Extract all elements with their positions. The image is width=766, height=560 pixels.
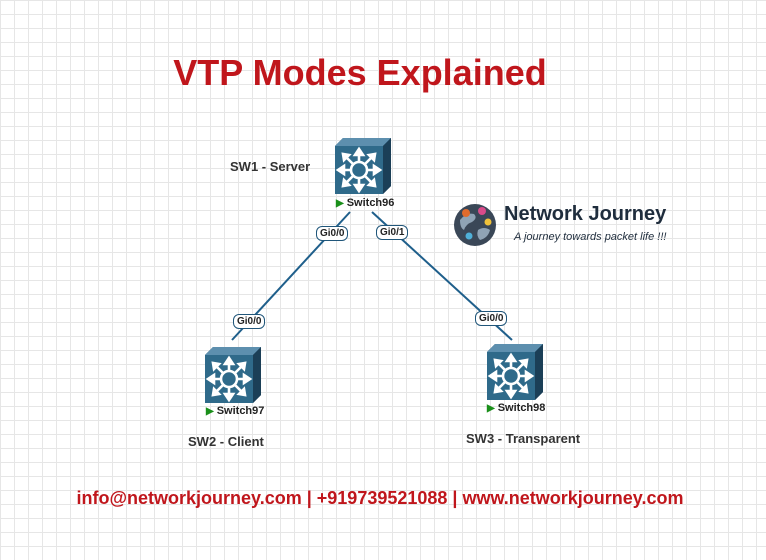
play-icon: ▶ (487, 402, 495, 414)
page-title: VTP Modes Explained (173, 52, 547, 93)
network-journey-logo: Network Journey A journey towards packet… (452, 200, 702, 252)
sw1-hostname-text: Switch96 (346, 197, 395, 209)
port-label-sw2-gi0-0: Gi0/0 (233, 314, 266, 329)
sw2-switch-icon[interactable] (203, 345, 263, 405)
sw2-hostname-text: Switch97 (216, 405, 265, 417)
port-label-sw1-gi0-1: Gi0/1 (376, 225, 409, 240)
sw3-switch-icon[interactable] (485, 342, 545, 402)
sw2-hostname: ▶ Switch97 (206, 405, 264, 417)
sw1-hostname: ▶ Switch96 (336, 197, 394, 209)
sw3-hostname: ▶ Switch98 (487, 402, 545, 414)
sw2-role-label: SW2 - Client (188, 434, 264, 449)
sw3-role-label: SW3 - Transparent (466, 431, 581, 446)
logo-tagline: A journey towards packet life !!! (514, 231, 667, 243)
contact-footer: info@networkjourney.com | +919739521088 … (76, 488, 684, 508)
play-icon: ▶ (336, 197, 344, 209)
sw1-switch-icon[interactable] (333, 136, 393, 196)
globe-people-icon (454, 204, 496, 246)
port-label-sw3-gi0-0: Gi0/0 (475, 311, 508, 326)
sw1-role-label: SW1 - Server (230, 159, 311, 174)
sw3-hostname-text: Switch98 (497, 402, 546, 414)
logo-title: Network Journey (504, 203, 667, 225)
port-label-sw1-gi0-0: Gi0/0 (316, 226, 349, 241)
play-icon: ▶ (206, 405, 214, 417)
